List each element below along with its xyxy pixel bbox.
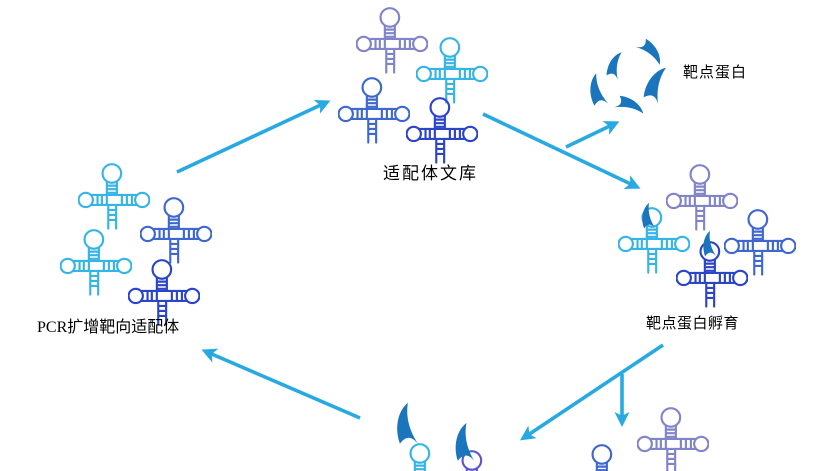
protein-crescent-icon — [394, 402, 419, 446]
aptamer-cloverleaf-icon — [568, 444, 640, 471]
arrow-library-to-incubation — [482, 112, 641, 189]
arrow-incubation-to-separation — [519, 343, 664, 441]
pcr-cluster — [60, 163, 212, 326]
incubation-cluster — [618, 164, 796, 308]
aptamer-cloverleaf-icon — [438, 450, 510, 471]
aptamer-cloverleaf-icon — [386, 443, 458, 471]
aptamer-cloverleaf-icon — [338, 77, 410, 144]
aptamer-cloverleaf-icon — [666, 164, 738, 231]
unbound-aptamers-cluster — [568, 407, 709, 471]
label-target-protein-incubation: 靶点蛋白孵育 — [646, 316, 740, 332]
protein-crescent-icon — [585, 72, 609, 108]
arrow-to-target-protein — [565, 121, 620, 149]
protein-crescent-icon — [635, 37, 667, 68]
arrow-separation-to-pcr — [201, 348, 361, 420]
protein-crescent-icon — [605, 49, 626, 80]
target-protein-cluster — [585, 37, 671, 118]
aptamer-cloverleaf-icon — [140, 197, 212, 264]
aptamer-cloverleaf-icon — [78, 163, 150, 230]
aptamer-cloverleaf-icon — [356, 7, 428, 74]
aptamer-library-cluster — [338, 7, 488, 164]
aptamer-cloverleaf-icon — [618, 207, 690, 274]
cycle-arrows — [176, 99, 664, 441]
aptamer-cloverleaf-icon — [724, 209, 796, 276]
arrow-pcr-to-library — [176, 99, 331, 174]
aptamer-cloverleaf-icon — [128, 259, 200, 326]
aptamer-cloverleaf-icon — [60, 229, 132, 296]
label-pcr-amplification: PCR扩增靶向适配体 — [37, 319, 180, 336]
protein-crescent-icon — [641, 63, 671, 105]
aptamer-cloverleaf-icon — [637, 407, 709, 471]
label-aptamer-library: 适配体文库 — [383, 164, 478, 183]
aptamer-cloverleaf-icon — [406, 97, 478, 164]
protein-crescent-icon — [613, 94, 647, 118]
label-target-protein: 靶点蛋白 — [683, 65, 748, 81]
bound-complexes-cluster — [386, 402, 510, 471]
